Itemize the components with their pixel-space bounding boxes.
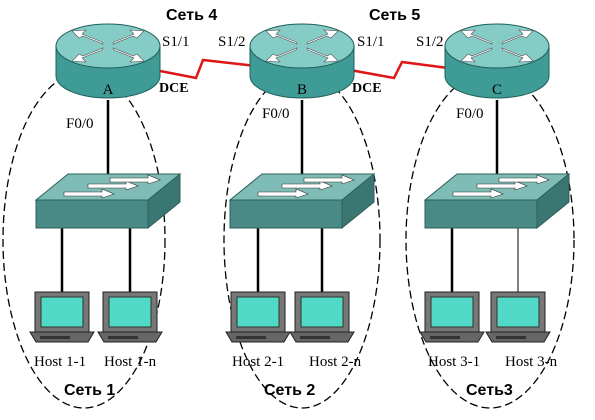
switch-front-icon [424, 199, 538, 229]
switch-1[interactable] [34, 172, 182, 230]
dce-label-a-b: DCE [159, 81, 189, 96]
network-label-2: Сеть 2 [264, 382, 315, 399]
router-top-icon [55, 23, 161, 69]
port-label-c-f0-0: F0/0 [456, 106, 484, 122]
router-c[interactable] [444, 23, 550, 99]
host-label-3-1: Host 3-1 [428, 354, 480, 370]
port-label-a-s1-1: S1/1 [162, 34, 190, 50]
port-label-b-f0-0: F0/0 [262, 106, 290, 122]
switch-side-icon [341, 172, 375, 230]
serial-link-b-c [349, 60, 449, 80]
switch-front-icon [229, 199, 343, 229]
port-label-a-f0-0: F0/0 [66, 116, 94, 132]
host-label-2-1: Host 2-1 [232, 354, 284, 370]
pc-icon-host-2-n[interactable] [289, 291, 355, 343]
dce-label-b-c: DCE [352, 81, 382, 96]
port-label-b-s1-1: S1/1 [357, 34, 385, 50]
switch-arrows-icon [63, 174, 161, 199]
host-label-1-n: Host 1-n [104, 354, 157, 370]
router-top-icon [249, 23, 355, 69]
segment-ellipse-3 [405, 71, 575, 409]
pc-icon-host-1-1[interactable] [29, 291, 95, 343]
pc-icon-host-3-n[interactable] [485, 291, 551, 343]
router-letter-c: C [492, 82, 502, 98]
router-letter-b: B [297, 82, 307, 98]
switch-front-icon [35, 199, 149, 229]
serial-links [154, 58, 449, 80]
router-arrows-icon [265, 29, 339, 63]
port-label-b-s1-2: S1/2 [218, 34, 246, 50]
router-a[interactable] [55, 23, 161, 99]
router-top-icon [444, 23, 550, 69]
pc-icon-host-1-n[interactable] [97, 291, 163, 343]
router-arrows-icon [71, 29, 145, 63]
host-label-1-1: Host 1-1 [34, 354, 86, 370]
host-label-2-n: Host 2-n [309, 354, 362, 370]
pc-icon-host-2-1[interactable] [225, 291, 291, 343]
router-arrows-icon [460, 29, 534, 63]
network-label-top-5: Сеть 5 [369, 7, 420, 24]
port-label-c-s1-2: S1/2 [416, 34, 444, 50]
pc-icon-host-3-1[interactable] [419, 291, 485, 343]
serial-link-a-b [154, 58, 257, 80]
switch-arrows-icon [257, 174, 355, 199]
host-pcs [29, 291, 551, 343]
network-label-top-4: Сеть 4 [166, 7, 217, 24]
network-label-1: Сеть 1 [64, 382, 115, 399]
router-letter-a: A [103, 82, 114, 98]
router-b[interactable] [249, 23, 355, 99]
ethernet-cables [60, 100, 519, 292]
segment-ellipse-2 [223, 71, 381, 409]
network-label-3: Сеть3 [466, 382, 513, 399]
switch-2[interactable] [228, 172, 376, 230]
switch-arrows-icon [452, 174, 550, 199]
switch-3[interactable] [423, 172, 571, 230]
switch-side-icon [536, 172, 570, 230]
host-label-3-n: Host 3-n [505, 354, 558, 370]
switch-side-icon [147, 172, 181, 230]
